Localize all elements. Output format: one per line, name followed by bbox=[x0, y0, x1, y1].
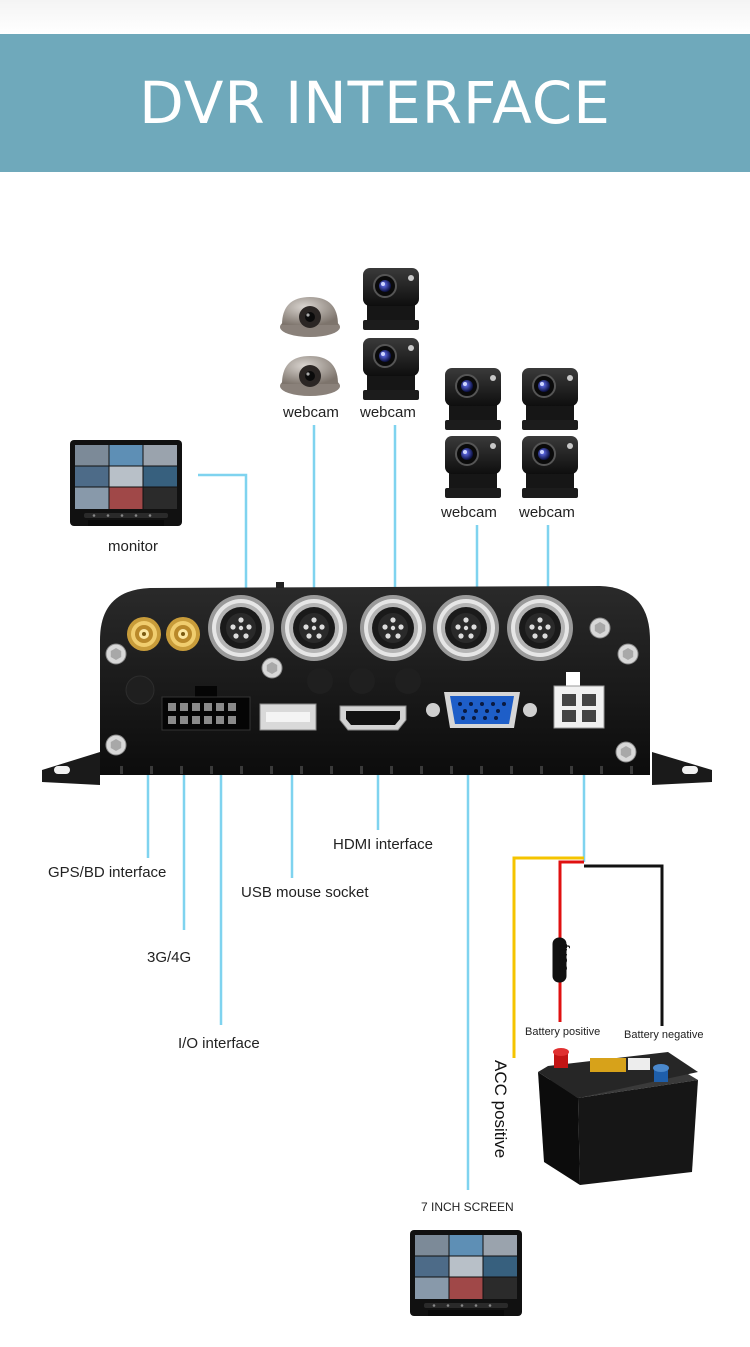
connector-lines bbox=[146, 425, 586, 1190]
fuse-label: fuse bbox=[555, 944, 572, 973]
screen-image bbox=[409, 1229, 523, 1317]
usb-label: USB mouse socket bbox=[241, 884, 369, 901]
box-camera bbox=[444, 367, 502, 431]
battery-negative-label: Battery negative bbox=[624, 1029, 704, 1041]
battery-image bbox=[538, 1048, 698, 1185]
webcam-label: webcam bbox=[283, 404, 339, 421]
box-camera bbox=[444, 435, 502, 499]
box-camera bbox=[362, 337, 420, 401]
box-camera bbox=[521, 435, 579, 499]
dome-camera bbox=[280, 297, 340, 337]
dvr-unit bbox=[42, 582, 712, 785]
monitor-label: monitor bbox=[108, 538, 159, 555]
battery-positive-label: Battery positive bbox=[525, 1026, 601, 1038]
box-camera bbox=[362, 267, 420, 331]
webcam-label: webcam bbox=[360, 404, 416, 421]
box-camera bbox=[521, 367, 579, 431]
webcam-label: webcam bbox=[519, 504, 575, 521]
power-wiring bbox=[512, 856, 664, 1058]
3g4g-label: 3G/4G bbox=[147, 949, 192, 966]
webcam-label: webcam bbox=[441, 504, 497, 521]
title-banner: DVR INTERFACE bbox=[0, 34, 750, 172]
dome-camera bbox=[280, 356, 340, 396]
top-strip bbox=[0, 0, 750, 34]
io-label: I/O interface bbox=[178, 1035, 260, 1052]
screen-label: 7 INCH SCREEN bbox=[421, 1200, 514, 1214]
page-title: DVR INTERFACE bbox=[139, 69, 611, 137]
gps-label: GPS/BD interface bbox=[48, 864, 167, 881]
monitor-image bbox=[69, 439, 183, 527]
hdmi-label: HDMI interface bbox=[333, 836, 434, 853]
acc-positive-label: ACC positive bbox=[491, 1060, 510, 1159]
